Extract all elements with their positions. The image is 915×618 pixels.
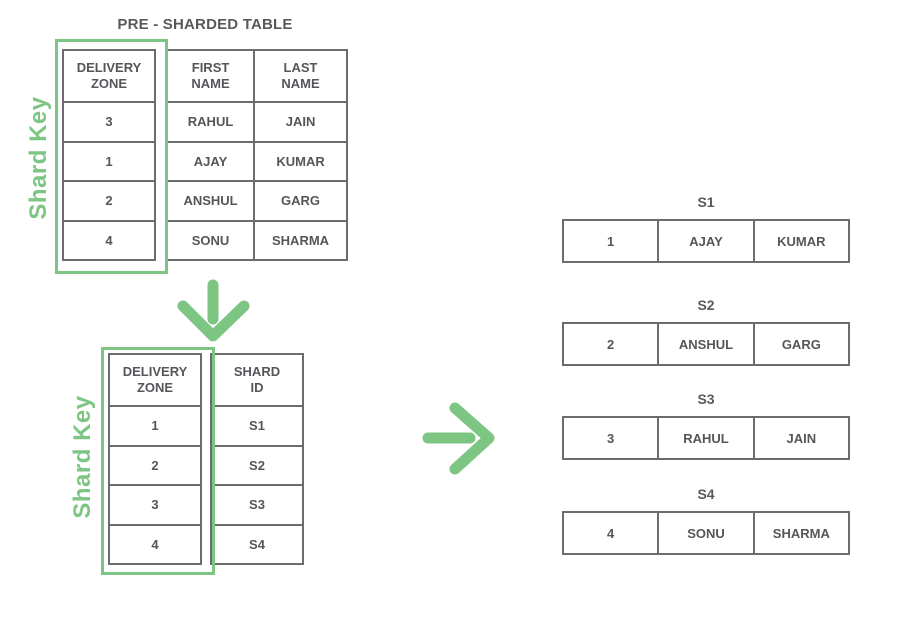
pre-table-first-name-cell: AJAY	[193, 153, 228, 169]
shard-zone-cell: 2	[607, 336, 615, 352]
mapping-table-header-delivery-zone: DELIVERY ZONE	[122, 363, 188, 395]
pre-table-first-name-cell: RAHUL	[187, 114, 234, 130]
shard-table-s2: S2 2 ANSHUL GARG	[562, 297, 850, 366]
mapping-table-zone-cell: 2	[110, 444, 200, 485]
shard-key-highlight-box-mapping	[101, 347, 215, 575]
pre-table-zone-cell: 3	[64, 101, 154, 141]
down-arrow-icon	[170, 273, 260, 348]
shard-table-s1: S1 1 AJAY KUMAR	[562, 194, 850, 263]
pre-table-first-name-cell: SONU	[191, 232, 230, 248]
shard-label: S4	[697, 486, 715, 502]
shard-first-name-cell: SONU	[657, 513, 752, 553]
pre-table-zone-cell: 2	[64, 180, 154, 220]
mapping-table-zone-cell: 1	[110, 405, 200, 445]
shard-zone-cell: 1	[607, 233, 615, 249]
pre-table-shard-key-column: DELIVERY ZONE 3 1 2 4	[62, 49, 156, 261]
shard-last-name-cell: SHARMA	[752, 513, 848, 553]
shard-key-label-mapping: Shard Key	[69, 395, 96, 519]
shard-row: 2 ANSHUL GARG	[562, 322, 850, 366]
mapping-table-shard-id-cell: S2	[212, 444, 302, 485]
pre-table-last-name-cell: SHARMA	[253, 221, 346, 259]
mapping-table-zone-cell: 3	[110, 484, 200, 524]
pre-sharded-table-title: PRE - SHARDED TABLE	[117, 16, 293, 33]
shard-first-name-cell: AJAY	[657, 221, 752, 261]
shard-row: 1 AJAY KUMAR	[562, 219, 850, 263]
shard-table-s3: S3 3 RAHUL JAIN	[562, 391, 850, 460]
pre-table-header-row: FIRST NAME LAST NAME	[168, 51, 346, 101]
pre-table-last-name-cell: KUMAR	[253, 142, 346, 180]
mapping-table-header-shard-id: SHARD ID	[233, 363, 281, 395]
mapping-table-shard-id-cell: S3	[212, 484, 302, 524]
pre-table-row: RAHUL JAIN	[168, 101, 346, 141]
shard-label: S3	[697, 391, 715, 407]
shard-last-name-cell: JAIN	[752, 418, 848, 458]
pre-table-header-delivery-zone: DELIVERY ZONE	[76, 59, 142, 91]
shard-table-s4: S4 4 SONU SHARMA	[562, 486, 850, 555]
mapping-table-shard-id-column: SHARD ID S1 S2 S3 S4	[210, 353, 304, 565]
pre-table-first-name-cell: ANSHUL	[183, 193, 238, 209]
pre-table-zone-cell: 4	[64, 219, 154, 260]
pre-table-header-first-name: FIRST NAME	[191, 59, 230, 91]
shard-zone-cell: 3	[607, 430, 615, 446]
shard-label: S2	[697, 297, 715, 313]
pre-table-row: AJAY KUMAR	[168, 140, 346, 180]
shard-last-name-cell: KUMAR	[752, 221, 848, 261]
mapping-table-shard-key-column: DELIVERY ZONE 1 2 3 4	[108, 353, 202, 565]
mapping-table-zone-cell: 4	[110, 523, 200, 564]
shard-row: 3 RAHUL JAIN	[562, 416, 850, 460]
mapping-table-shard-id-cell: S4	[212, 523, 302, 564]
shard-first-name-cell: RAHUL	[657, 418, 752, 458]
pre-table-name-columns: FIRST NAME LAST NAME RAHUL JAIN AJAY KUM…	[166, 49, 348, 261]
pre-table-row: SONU SHARMA	[168, 219, 346, 259]
pre-table-row: ANSHUL GARG	[168, 180, 346, 220]
pre-table-last-name-cell: JAIN	[253, 103, 346, 141]
shard-label: S1	[697, 194, 715, 210]
right-arrow-icon	[418, 398, 503, 480]
shard-key-highlight-box-pre	[55, 39, 168, 274]
shard-zone-cell: 4	[607, 525, 615, 541]
shard-last-name-cell: GARG	[752, 324, 848, 364]
shard-row: 4 SONU SHARMA	[562, 511, 850, 555]
mapping-table-shard-id-cell: S1	[212, 405, 302, 445]
shard-first-name-cell: ANSHUL	[657, 324, 752, 364]
pre-table-last-name-cell: GARG	[253, 182, 346, 220]
pre-table-header-last-name: LAST NAME	[253, 51, 346, 101]
shard-key-label-pre: Shard Key	[25, 96, 52, 220]
pre-table-zone-cell: 1	[64, 140, 154, 181]
